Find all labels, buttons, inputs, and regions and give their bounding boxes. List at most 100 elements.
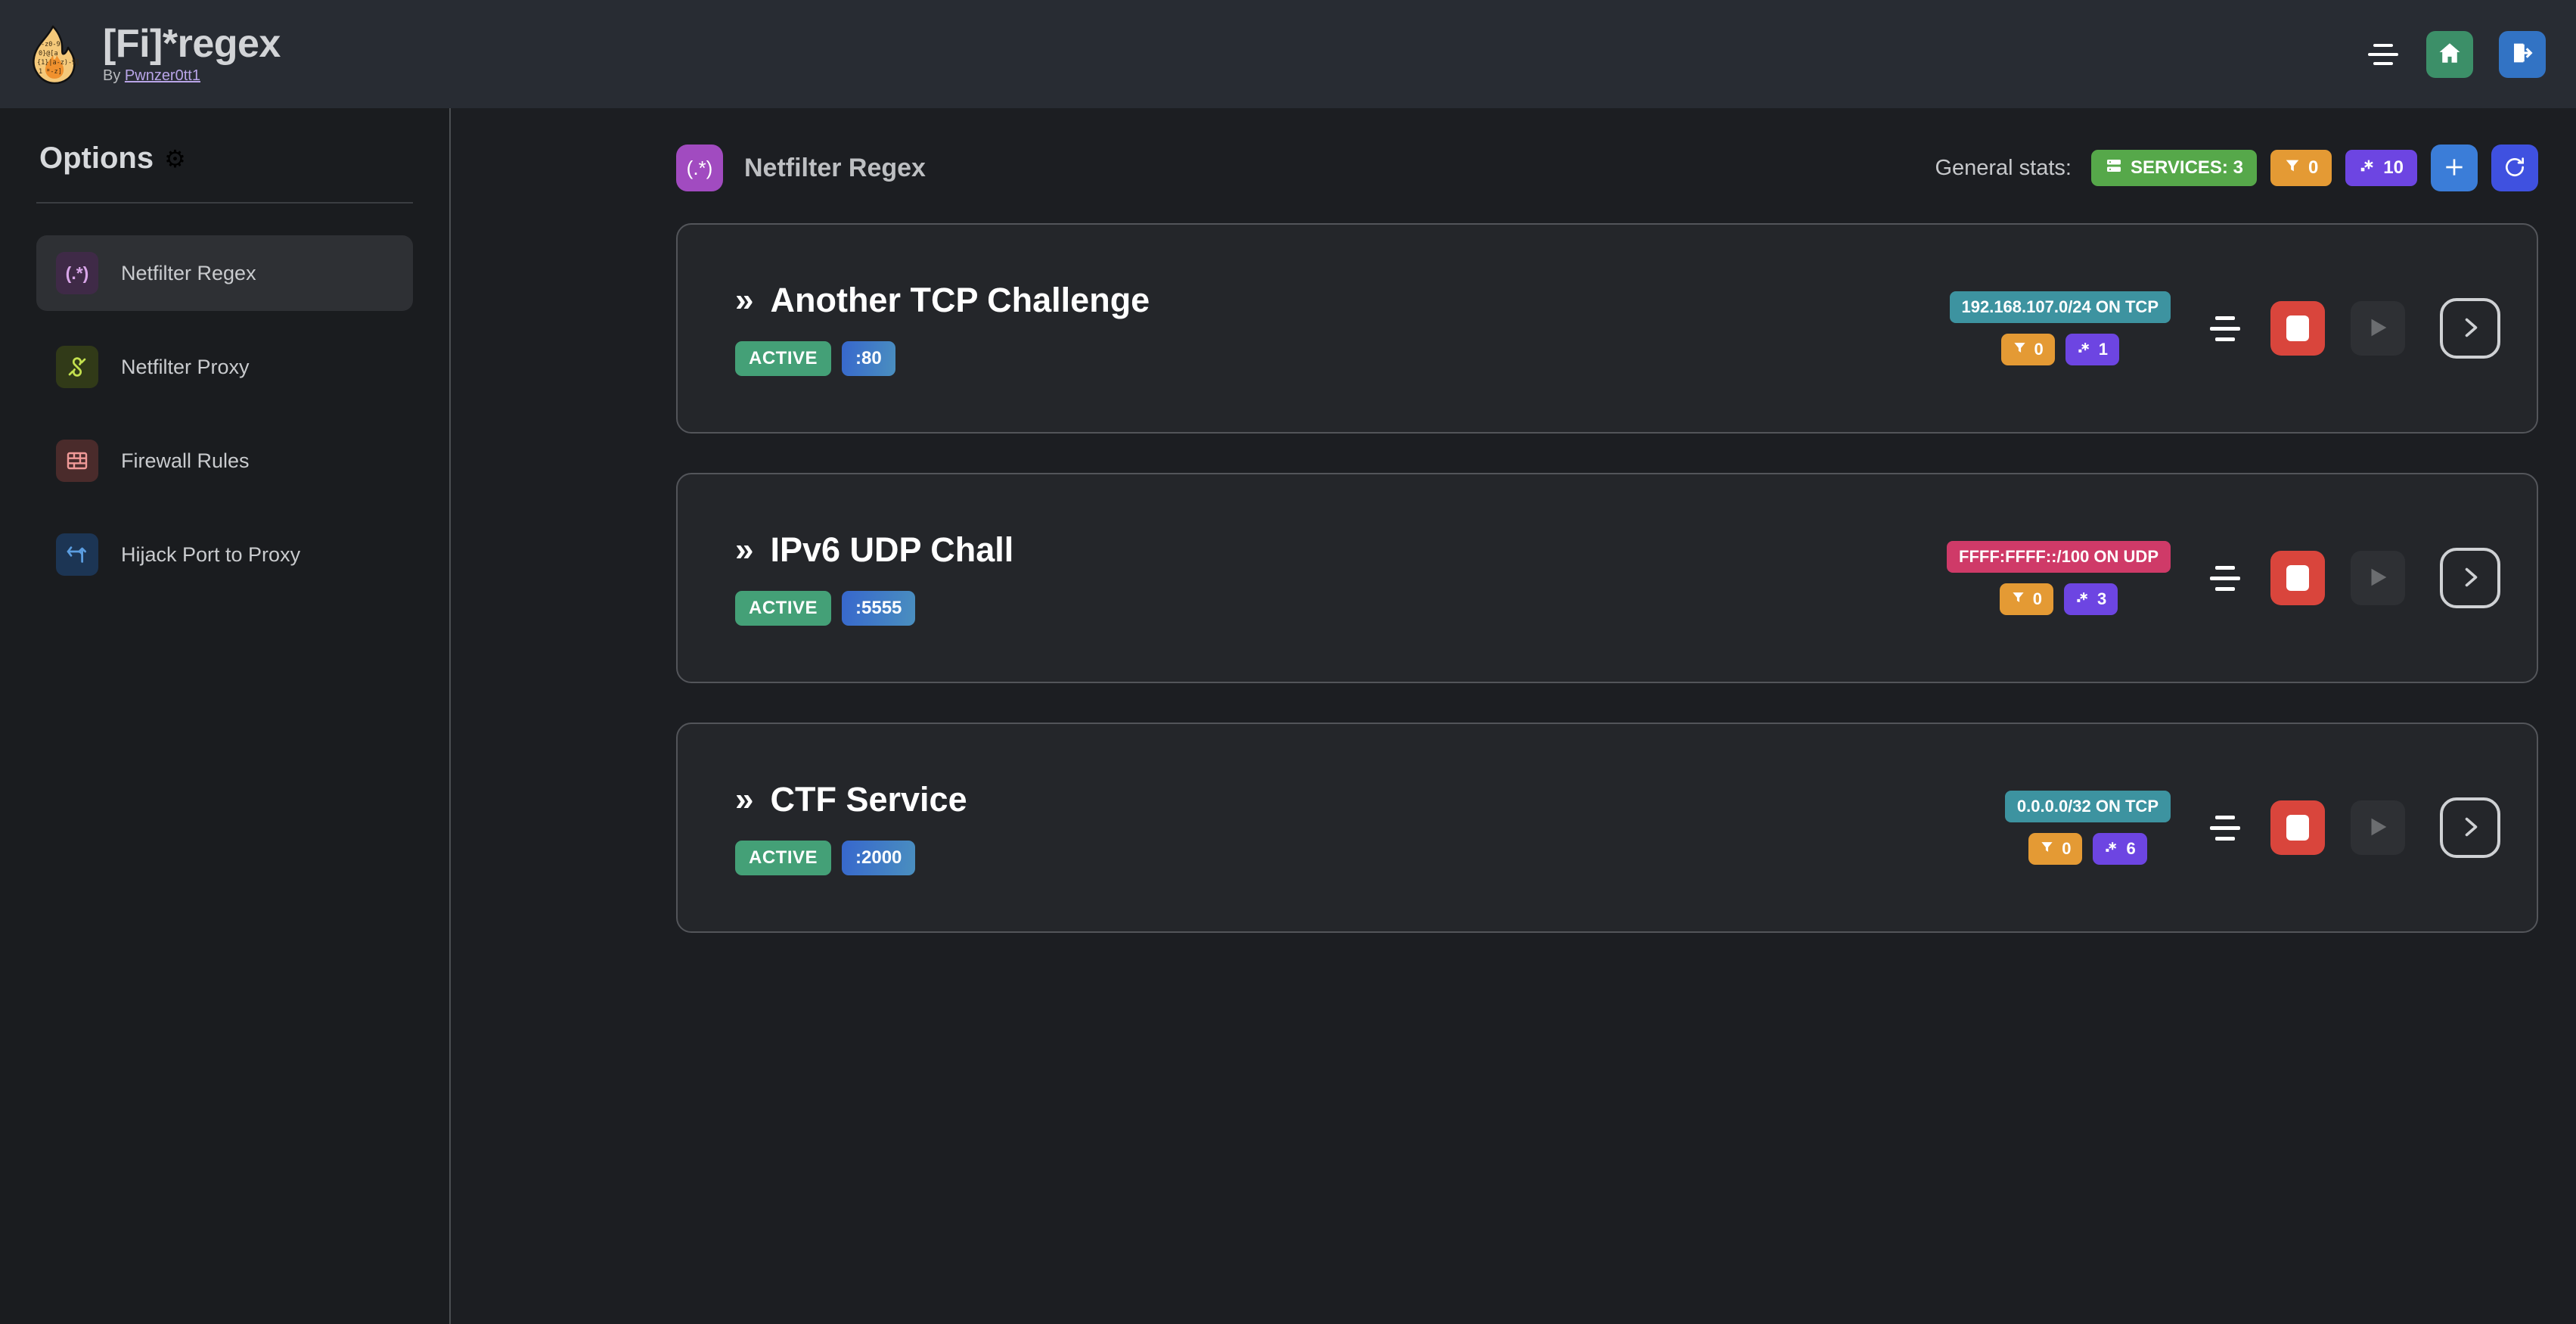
status-badge-regexes: 1 [2065,334,2119,365]
service-name: IPv6 UDP Chall [770,530,1014,569]
filter-icon [2013,340,2027,359]
status-badge: ACTIVE [735,341,832,376]
regex-count: 6 [2126,839,2136,858]
filter-icon [2284,157,2301,179]
status-badge-filters: 0 [1999,583,2053,615]
service-card-info: » Another TCP Challenge ACTIVE :80 [735,281,1150,376]
play-icon [2365,564,2391,592]
svg-text:-z0-9: -z0-9 [41,41,61,48]
sidebar-item-label: Netfilter Proxy [121,355,250,378]
top-header-bar: -z0-9 0}@[a {1}|a-z)-9] 1 *-z] [Fi]*rege… [0,0,2576,108]
play-icon [2365,315,2391,343]
status-badge-regexes: 10 [2345,150,2417,186]
regex-count: 10 [2383,157,2404,178]
sidebar-nav: (.*) Netfilter Regex Netfilter Proxy Fir… [36,235,413,592]
status-badge-filters: 0 [2270,150,2332,186]
brand: -z0-9 0}@[a {1}|a-z)-9] 1 *-z] [Fi]*rege… [26,23,281,85]
sidebar-item-label: Firewall Rules [121,449,250,472]
general-stats-label: General stats: [1935,155,2072,180]
network-badge: FFFF:FFFF::/100 ON UDP [1947,541,2171,573]
app-title: [Fi]*regex [103,21,281,66]
service-card[interactable]: » CTF Service ACTIVE :2000 0.0.0.0/32 ON… [676,723,2538,933]
service-card-actions: FFFF:FFFF::/100 ON UDP 0 3 [1947,541,2500,615]
regex-icon: (.*) [56,252,98,294]
regex-dot-star-icon [2104,839,2118,859]
service-network-info: 192.168.107.0/24 ON TCP 0 1 [1949,291,2171,365]
stop-button[interactable] [2270,301,2325,356]
play-icon [2365,814,2391,842]
service-details-button[interactable] [2440,548,2500,608]
sidebar-item-netfilter-proxy[interactable]: Netfilter Proxy [36,329,413,405]
hamburger-icon[interactable] [2366,41,2401,68]
status-badge-filters: 0 [2028,833,2083,865]
home-icon [2437,40,2463,68]
chevron-right-icon [2457,813,2484,843]
logout-icon [2509,40,2535,68]
service-card-info: » IPv6 UDP Chall ACTIVE :5555 [735,530,1013,626]
stop-button[interactable] [2270,800,2325,855]
brick-wall-icon [56,440,98,482]
stop-button[interactable] [2270,551,2325,605]
service-tags: ACTIVE :2000 [735,841,967,875]
gear-icon: ⚙ [164,145,186,172]
plus-icon [2442,155,2466,182]
regex-icon: (.*) [676,145,723,191]
sidebar-item-firewall-rules[interactable]: Firewall Rules [36,423,413,499]
stop-icon [2286,565,2309,591]
service-counters: 0 3 [1999,583,2118,615]
svg-text:{1}|a-z)-9]: {1}|a-z)-9] [37,59,79,67]
filter-count: 0 [2034,340,2044,359]
service-card[interactable]: » Another TCP Challenge ACTIVE :80 192.1… [676,223,2538,434]
double-chevron-icon: » [735,281,754,319]
service-network-info: FFFF:FFFF::/100 ON UDP 0 3 [1947,541,2171,615]
regex-dot-star-icon [2077,340,2091,359]
service-name: Another TCP Challenge [770,281,1150,319]
status-badge: ACTIVE [735,591,832,626]
header-actions [2366,30,2546,78]
page-title: Netfilter Regex [744,153,926,182]
add-service-button[interactable] [2431,145,2478,191]
regex-count: 3 [2097,589,2107,608]
service-menu-icon[interactable] [2205,561,2245,595]
svg-text:0}@[a: 0}@[a [39,50,58,57]
service-title-row: » IPv6 UDP Chall [735,530,1013,570]
service-tags: ACTIVE :5555 [735,591,1013,626]
page-header: (.*) Netfilter Regex General stats: SERV… [676,145,2538,191]
play-button[interactable] [2351,800,2405,855]
service-menu-icon[interactable] [2205,810,2245,845]
play-button[interactable] [2351,551,2405,605]
service-card-info: » CTF Service ACTIVE :2000 [735,780,967,875]
service-card-actions: 0.0.0.0/32 ON TCP 0 6 [2004,791,2500,865]
sidebar-item-label: Hijack Port to Proxy [121,542,301,566]
flame-regex-logo: -z0-9 0}@[a {1}|a-z)-9] 1 *-z] [26,25,80,84]
options-title: Options [39,141,154,175]
chevron-right-icon [2457,314,2484,343]
sidebar-item-netfilter-regex[interactable]: (.*) Netfilter Regex [36,235,413,311]
filter-count: 0 [2062,839,2072,858]
service-details-button[interactable] [2440,298,2500,359]
sidebar-divider [36,202,413,204]
refresh-button[interactable] [2491,145,2538,191]
main-content: (.*) Netfilter Regex General stats: SERV… [452,108,2576,1324]
regex-dot-star-icon [2075,589,2090,609]
service-card[interactable]: » IPv6 UDP Chall ACTIVE :5555 FFFF:FFFF:… [676,473,2538,683]
regex-count: 1 [2098,340,2108,359]
service-menu-icon[interactable] [2205,311,2245,346]
server-icon [2105,157,2123,180]
status-badge-filters: 0 [2000,334,2055,365]
app-author-line: By Pwnzer0tt1 [103,67,281,85]
author-link[interactable]: Pwnzer0tt1 [124,67,200,85]
logout-button[interactable] [2499,30,2546,78]
play-button[interactable] [2351,301,2405,356]
service-title-row: » CTF Service [735,780,967,819]
regex-dot-star-icon [2359,157,2376,179]
sidebar: Options ⚙ (.*) Netfilter Regex Netfilter… [0,108,451,1324]
chevron-right-icon [2457,564,2484,593]
service-details-button[interactable] [2440,797,2500,858]
service-tags: ACTIVE :80 [735,341,1150,376]
home-button[interactable] [2426,30,2473,78]
sidebar-item-hijack-port-to-proxy[interactable]: Hijack Port to Proxy [36,517,413,592]
proxy-icon [56,346,98,388]
service-card-actions: 192.168.107.0/24 ON TCP 0 1 [1949,291,2500,365]
filter-count: 0 [2032,589,2042,608]
